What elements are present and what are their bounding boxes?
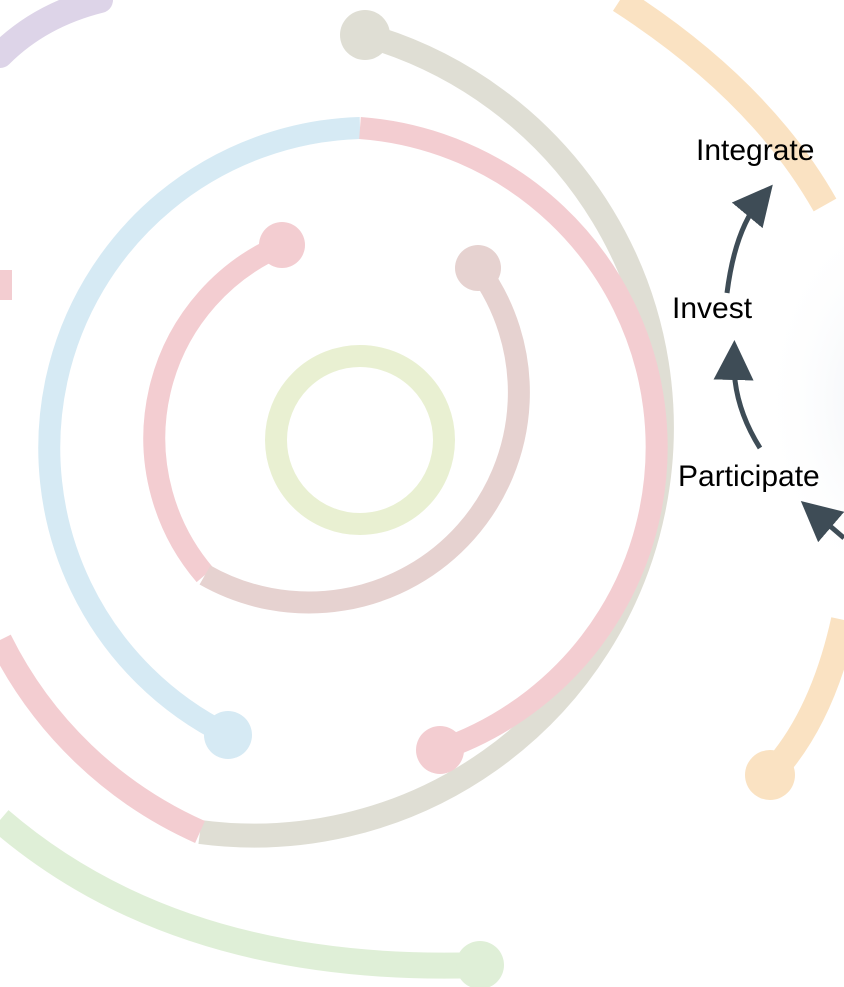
arc-grey-start-dot	[340, 10, 390, 60]
arc-green-end-dot	[456, 941, 504, 987]
label-invest: Invest	[672, 292, 753, 325]
arc-inner-rose-grey-start-dot	[455, 245, 501, 291]
arc-inner-pink-start-dot	[259, 222, 305, 268]
arc-orange-end-dot	[745, 750, 795, 800]
label-participate: Participate	[678, 460, 820, 493]
arc-pink-right-end-dot	[416, 726, 464, 774]
arc-inner-rose-grey	[199, 261, 530, 614]
arc-green	[0, 810, 481, 979]
arc-blue-end-dot	[204, 711, 252, 759]
arc-pink-right	[359, 117, 668, 761]
arc-blue	[38, 117, 361, 745]
arc-inner-pink	[143, 234, 287, 583]
arc-orange-bottom	[760, 617, 844, 784]
arc-purple	[0, 0, 113, 68]
arrow-invest-to-integrate	[724, 184, 773, 294]
arrow-into-participate	[800, 500, 844, 543]
arc-pink-left	[0, 634, 205, 843]
arc-orange-top	[612, 0, 837, 212]
label-integrate: Integrate	[696, 134, 815, 167]
arrow-participate-to-invest	[713, 340, 763, 450]
center-ring	[265, 345, 455, 535]
glow-shape	[760, 216, 844, 584]
